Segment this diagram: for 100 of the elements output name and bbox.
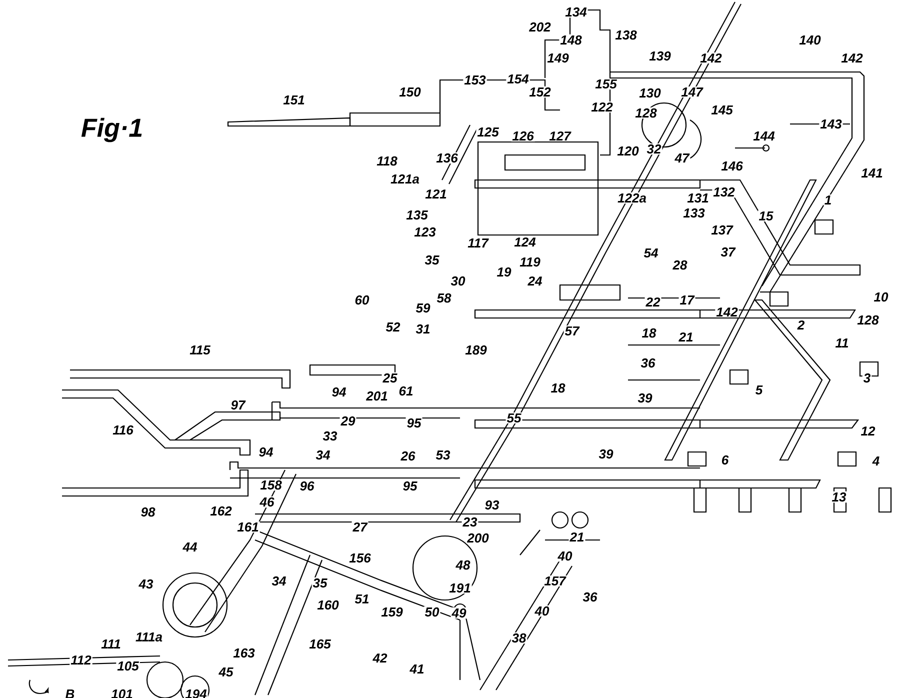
callout-number: 153	[463, 74, 487, 86]
callout-number: 61	[398, 385, 414, 397]
callout-number: 154	[506, 73, 530, 85]
callout-number: 95	[402, 480, 418, 492]
callout-number: 200	[466, 532, 490, 544]
callout-number: 35	[424, 254, 440, 266]
callout-number: 189	[464, 344, 488, 356]
callout-number: 25	[382, 372, 398, 384]
callout-number: 148	[559, 34, 583, 46]
callout-number: 27	[352, 521, 368, 533]
callout-number: 105	[116, 660, 140, 672]
callout-number: 118	[376, 155, 398, 167]
callout-number: 39	[598, 448, 614, 460]
callout-number: 45	[218, 666, 234, 678]
callout-number: 126	[511, 130, 535, 142]
callout-number: 202	[528, 21, 552, 33]
callout-number: 95	[406, 417, 422, 429]
callout-number: 149	[546, 52, 570, 64]
callout-number: 30	[450, 275, 466, 287]
callout-number: 117	[466, 238, 490, 248]
callout-number: 146	[720, 160, 744, 172]
callout-number: 32	[646, 143, 662, 155]
callout-number: 94	[330, 386, 348, 398]
callout-number: 57	[564, 325, 580, 337]
figure-title: Fig·1	[81, 118, 142, 142]
callout-number: 142	[840, 52, 864, 64]
callout-number: 34	[314, 449, 332, 461]
callout-number: 122	[590, 101, 614, 113]
callout-number: 44	[182, 542, 198, 552]
callout-number: 121a	[390, 173, 420, 185]
callout-number: 125	[476, 126, 500, 138]
callout-number: 121	[424, 188, 448, 200]
callout-number: 54	[642, 247, 660, 259]
callout-number: 55	[506, 412, 522, 424]
callout-number: 191	[448, 582, 472, 594]
callout-number: 142	[715, 306, 739, 318]
callout-number: 156	[348, 552, 372, 564]
callout-number: 37	[720, 246, 736, 258]
callout-number: 98	[140, 506, 156, 518]
callout-number: 138	[614, 29, 638, 41]
callout-number: 11	[834, 338, 850, 348]
callout-number: 141	[860, 168, 884, 178]
callout-number: 24	[526, 275, 544, 287]
callout-number: 94	[258, 446, 274, 458]
callout-number: 51	[354, 593, 370, 605]
callout-number: 4	[871, 456, 881, 466]
callout-number: 33	[322, 430, 338, 442]
callout-number: 134	[564, 6, 588, 18]
callout-number: 162	[209, 505, 233, 517]
callout-number: 122a	[616, 192, 648, 204]
callout-number: 40	[556, 550, 574, 562]
callout-number: 135	[405, 209, 429, 221]
callout-number: 111a	[134, 631, 164, 643]
callout-number: 12	[860, 425, 876, 437]
callout-number: 49	[450, 607, 468, 619]
callout-number: 53	[434, 449, 452, 461]
callout-number: 43	[138, 578, 154, 590]
callout-number: 52	[384, 321, 402, 333]
callout-number: 5	[754, 384, 764, 396]
callout-number: 42	[372, 652, 388, 664]
callout-number: 128	[634, 107, 658, 119]
callout-number: 155	[594, 78, 618, 90]
callout-number: 50	[424, 606, 440, 618]
callout-number: 36	[582, 591, 598, 603]
callout-number: 127	[548, 130, 572, 142]
callout-number: 124	[513, 236, 537, 248]
callout-number: 2	[796, 319, 806, 331]
callout-number: 136	[435, 152, 459, 164]
callout-number: 19	[496, 266, 512, 278]
callout-number: 34	[270, 575, 288, 587]
callout-number: 147	[680, 86, 704, 98]
callout-number: 22	[644, 296, 662, 308]
callout-number: 59	[414, 302, 432, 314]
callout-number: 18	[640, 327, 658, 339]
callout-number: 97	[230, 399, 246, 411]
callout-number: 23	[462, 516, 478, 528]
callout-number: 29	[340, 415, 356, 427]
callout-number: 119	[518, 256, 542, 268]
callout-number: 143	[819, 118, 843, 130]
callout-number: 58	[436, 292, 452, 304]
callout-number: 21	[568, 531, 586, 543]
callout-number: 13	[830, 491, 848, 503]
callout-number: 130	[638, 87, 662, 99]
callout-number: 18	[550, 382, 566, 394]
callout-number: 36	[640, 357, 656, 369]
callout-number: 47	[674, 152, 690, 164]
callout-number: 139	[648, 50, 672, 62]
callout-number: 39	[636, 392, 654, 404]
callout-number: 15	[758, 210, 774, 222]
callout-number: 35	[312, 577, 328, 589]
callout-number: 142	[699, 52, 723, 64]
callout-number: 144	[752, 130, 776, 142]
callout-number: B	[64, 688, 76, 698]
callout-number: 93	[484, 499, 500, 511]
callout-number: 132	[712, 186, 736, 198]
callout-number: 131	[686, 192, 710, 204]
callout-number: 46	[258, 496, 276, 508]
callout-number: 159	[380, 606, 404, 618]
callout-number: 137	[710, 224, 734, 236]
callout-number: 150	[398, 86, 422, 98]
